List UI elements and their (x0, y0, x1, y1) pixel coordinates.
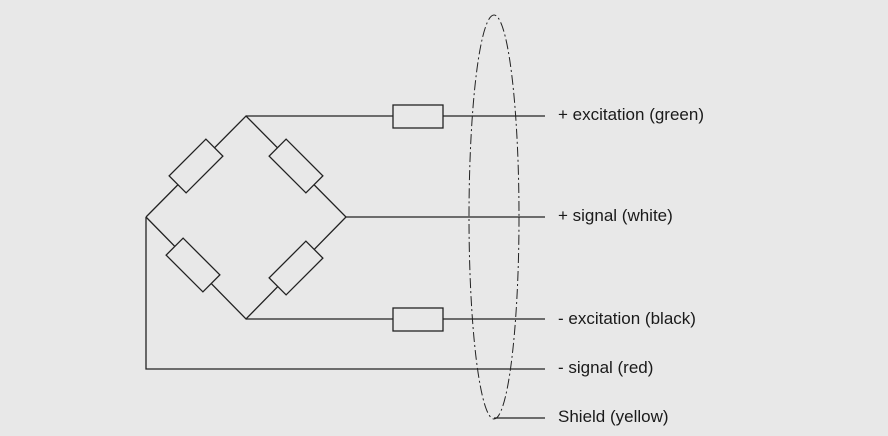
bridge-resistor-top-right (268, 138, 324, 194)
bridge-resistor-bottom-right (268, 240, 324, 296)
resistor-excitation-minus (392, 307, 444, 332)
label-minus-signal: - signal (red) (558, 358, 654, 377)
bridge-resistor-top-left (168, 138, 224, 194)
bridge-resistor-bottom-left (165, 237, 221, 293)
shield-ellipse (468, 14, 520, 420)
label-shield: Shield (yellow) (558, 407, 669, 426)
label-plus-excitation: + excitation (green) (558, 105, 704, 124)
resistor-excitation-plus (392, 104, 444, 129)
signal-minus-wire (145, 217, 545, 370)
label-minus-excitation: - excitation (black) (558, 309, 696, 328)
bridge-wire (145, 115, 347, 320)
label-plus-signal: + signal (white) (558, 206, 673, 225)
